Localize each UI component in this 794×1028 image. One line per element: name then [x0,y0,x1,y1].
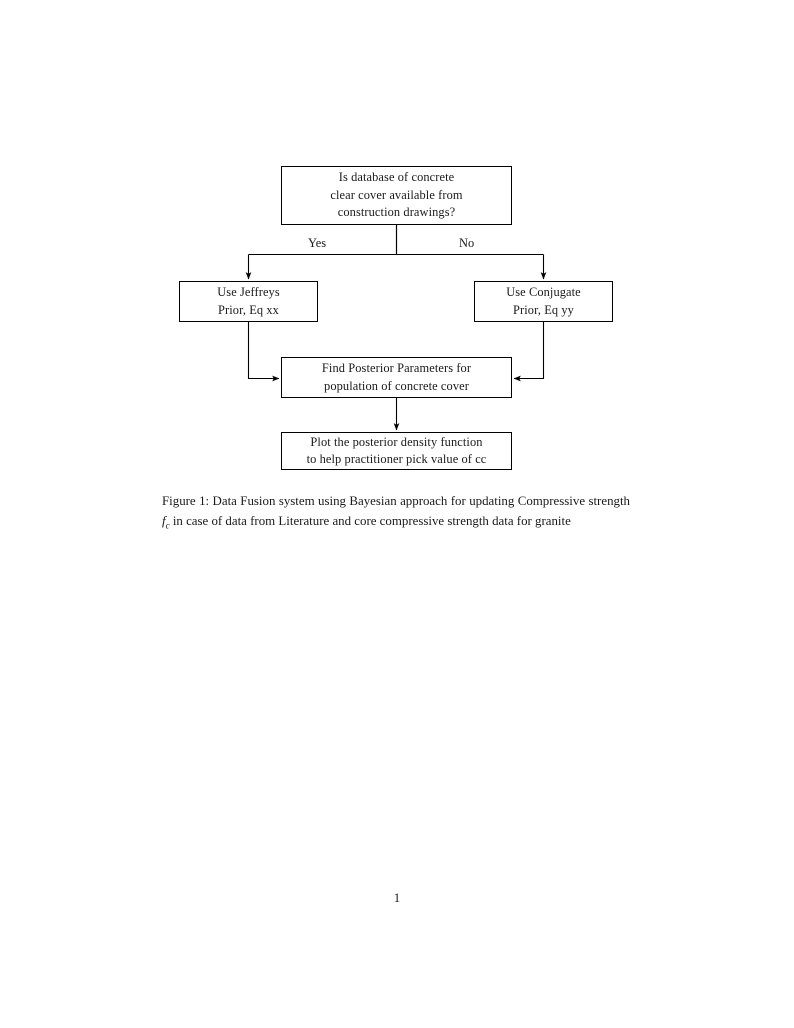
figure-caption-math-symbol: f [162,513,166,528]
connector-conjugate-to-posterior [513,322,545,382]
connector-jeffreys-to-posterior [247,322,280,382]
flow-node-decision-line-3: construction drawings? [337,205,456,220]
figure-caption-label: Figure 1: [162,494,210,508]
flow-node-decision-line-1: Is database of concrete [338,170,455,185]
flow-node-conjugate-prior: Use Conjugate Prior, Eq yy [474,281,613,322]
figure-caption-text-before: Data Fusion system using Bayesian approa… [209,494,630,508]
flow-node-decision: Is database of concrete clear cover avai… [281,166,512,225]
flow-node-plot-line-1: Plot the posterior density function [310,434,483,449]
figure-caption-math-subscript: c [165,520,170,531]
flowchart-connectors [245,225,547,431]
flow-node-find-posterior-parameters: Find Posterior Parameters for population… [281,357,512,398]
flow-node-jeffreys-prior: Use Jeffreys Prior, Eq xx [179,281,318,322]
flow-node-posterior-line-2: population of concrete cover [324,378,469,393]
flow-node-conjugate-line-1: Use Conjugate [506,285,581,299]
flow-node-jeffreys-line-1: Use Jeffreys [217,285,280,299]
figure-caption: Figure 1: Data Fusion system using Bayes… [162,492,630,531]
edge-label-yes: Yes [308,236,327,250]
edge-label-no: No [459,236,475,250]
flow-node-conjugate-line-2: Prior, Eq yy [513,302,574,317]
flow-node-posterior-line-1: Find Posterior Parameters for [321,361,472,375]
flow-node-decision-line-2: clear cover available from [330,187,463,202]
flow-node-plot-line-2: to help practitioner pick value of cc [306,452,487,466]
figure-flowchart: Is database of concrete clear cover avai… [0,0,794,490]
flow-node-plot-posterior-density: Plot the posterior density function to h… [281,432,512,470]
flow-node-jeffreys-line-2: Prior, Eq xx [218,302,279,317]
page-number: 1 [393,891,401,905]
figure-caption-text-after: in case of data from Literature and core… [169,513,571,528]
